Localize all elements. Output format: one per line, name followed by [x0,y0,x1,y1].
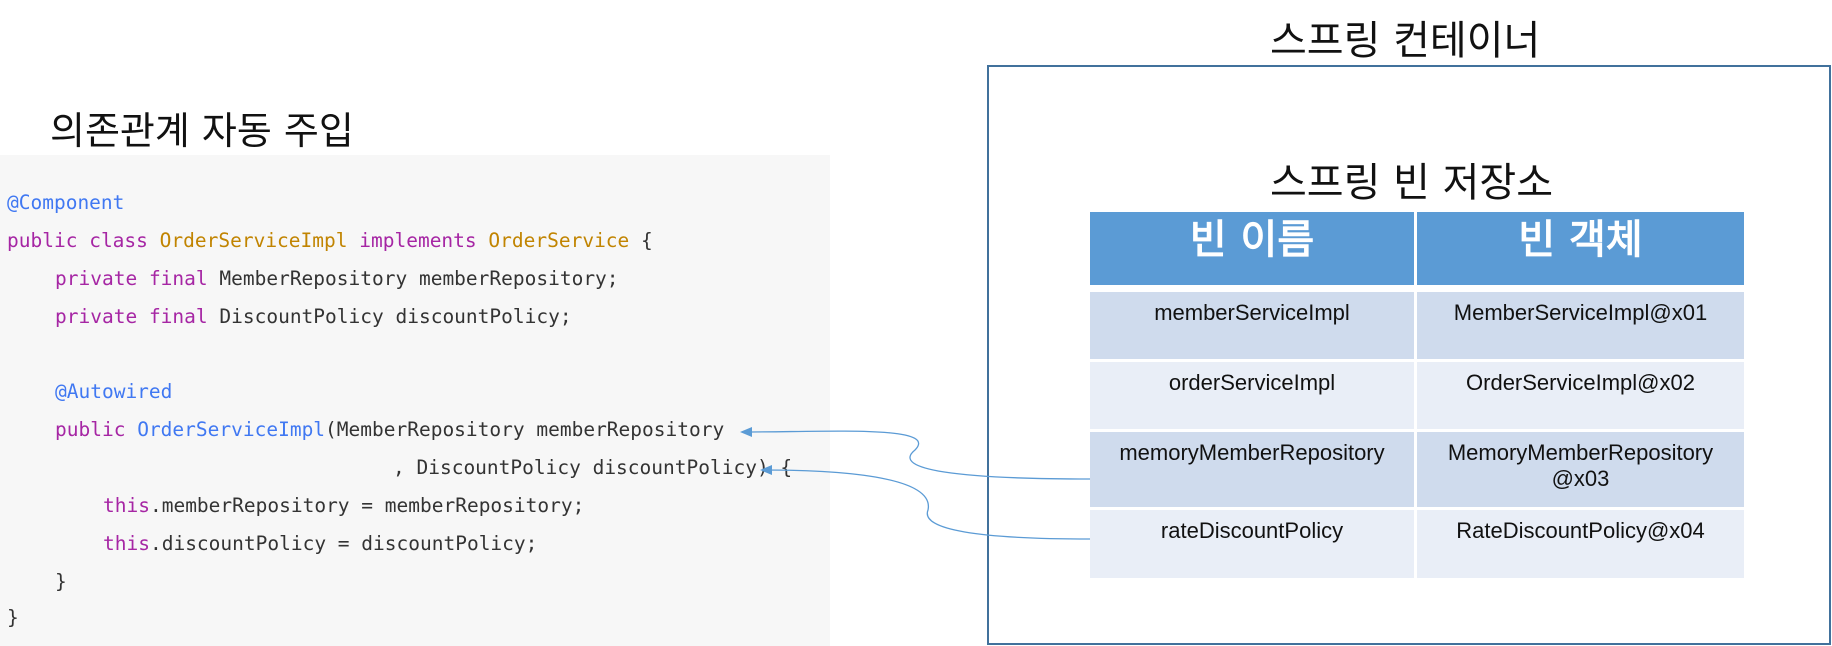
code-line-3: private final MemberRepository memberRep… [55,267,619,290]
code-line-12: } [7,606,19,629]
code-keyword: private [55,305,138,328]
code-panel: @Component public class OrderServiceImpl… [0,155,830,646]
this-keyword: this [103,494,150,517]
table-row: memberServiceImpl MemberServiceImpl@x01 [1090,292,1744,359]
bean-object-cell: MemoryMemberRepository @x03 [1417,432,1744,507]
code-line-2: public class OrderServiceImpl implements… [7,229,653,252]
bean-name-cell: memberServiceImpl [1090,292,1414,359]
code-text: { [629,229,653,252]
code-text: .discountPolicy = discountPolicy; [149,532,538,555]
class-name: OrderServiceImpl [159,229,348,252]
header-separator [1090,285,1744,290]
code-text: MemberRepository memberRepository; [207,267,619,290]
code-text: } [7,606,19,629]
table-row: memoryMemberRepository MemoryMemberRepos… [1090,432,1744,507]
bean-name-cell: rateDiscountPolicy [1090,510,1414,578]
code-line-7: public OrderServiceImpl(MemberRepository… [55,418,724,441]
code-text: DiscountPolicy discountPolicy; [207,305,572,328]
bean-object-line: @x03 [1551,466,1610,491]
code-line-9: this.memberRepository = memberRepository… [103,494,584,517]
bean-object-cell: OrderServiceImpl@x02 [1417,362,1744,429]
code-text: .memberRepository = memberRepository; [149,494,585,517]
header-bean-name: 빈 이름 [1090,212,1414,285]
constructor-name: OrderServiceImpl [137,418,326,441]
code-text: } [55,570,67,593]
dependency-injection-title: 의존관계 자동 주입 [50,109,354,153]
code-line-6: @Autowired [55,380,172,403]
spring-container-box [987,65,1831,645]
table-header-row: 빈 이름 빈 객체 [1090,212,1744,287]
code-text: , DiscountPolicy discountPolicy) { [393,456,793,479]
code-keyword: public [55,418,126,441]
autowired-annotation: @Autowired [55,380,173,403]
bean-name-cell: orderServiceImpl [1090,362,1414,429]
bean-object-cell: RateDiscountPolicy@x04 [1417,510,1744,578]
code-keyword: final [148,305,208,328]
spring-container-title: 스프링 컨테이너 [1270,18,1541,64]
code-keyword: implements [359,229,477,252]
code-text: (MemberRepository memberRepository [325,418,725,441]
code-line-10: this.discountPolicy = discountPolicy; [103,532,537,555]
code-line-11: } [55,570,67,593]
code-line-1: @Component [7,191,124,214]
component-annotation: @Component [7,191,125,214]
bean-name-cell: memoryMemberRepository [1090,432,1414,507]
bean-object-cell: MemberServiceImpl@x01 [1417,292,1744,359]
header-bean-object: 빈 객체 [1417,212,1744,285]
code-line-8: , DiscountPolicy discountPolicy) { [393,456,792,479]
bean-object-line: MemoryMemberRepository [1447,440,1714,465]
bean-repository-title: 스프링 빈 저장소 [1270,160,1554,206]
code-keyword: class [89,229,148,252]
code-keyword: public [7,229,78,252]
table-row: orderServiceImpl OrderServiceImpl@x02 [1090,362,1744,429]
this-keyword: this [103,532,150,555]
table-row: rateDiscountPolicy RateDiscountPolicy@x0… [1090,510,1744,578]
code-keyword: private [55,267,138,290]
interface-name: OrderService [488,229,630,252]
code-line-4: private final DiscountPolicy discountPol… [55,305,572,328]
code-keyword: final [148,267,208,290]
